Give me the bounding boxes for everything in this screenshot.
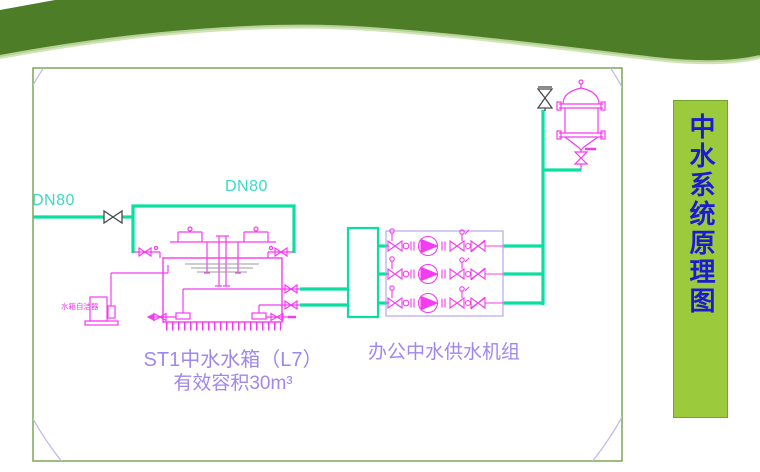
outlet-valve-icon [282,283,300,311]
dn80-label-inlet: DN80 [32,192,75,209]
drain-valve-icon [146,312,296,322]
reclaimed-water-pipes [33,110,581,319]
dn80-label-loop: DN80 [225,178,268,195]
vent-valve-icon [536,86,554,111]
equipment [84,79,606,331]
inlet-gate-valve-icon [103,209,123,225]
top-wave-banner [0,0,760,65]
water-level-lines [185,263,259,273]
black-valves [103,86,554,225]
dn80-loop-pipe [131,204,296,253]
tank-capacity-label: 有效容积30m³ [173,373,293,394]
filter-vessel [556,79,606,170]
tank-self-cleaning-device [84,265,169,326]
sidebar-title: 中水系统原理图 [686,113,715,316]
pump-unit-label: 办公中水供水机组 [367,342,520,363]
sidebar-title-bar: 中水系统原理图 [673,100,728,418]
banner-highlight [0,24,760,65]
drawing-border [32,67,623,462]
self-cleaning-device-label: 水箱自洁器 [61,302,99,311]
suction-header [346,226,380,319]
float-valve-icon [133,245,161,258]
tank-name-label: ST1中水水箱（L7） [143,349,323,371]
float-valve-icon [267,245,294,258]
